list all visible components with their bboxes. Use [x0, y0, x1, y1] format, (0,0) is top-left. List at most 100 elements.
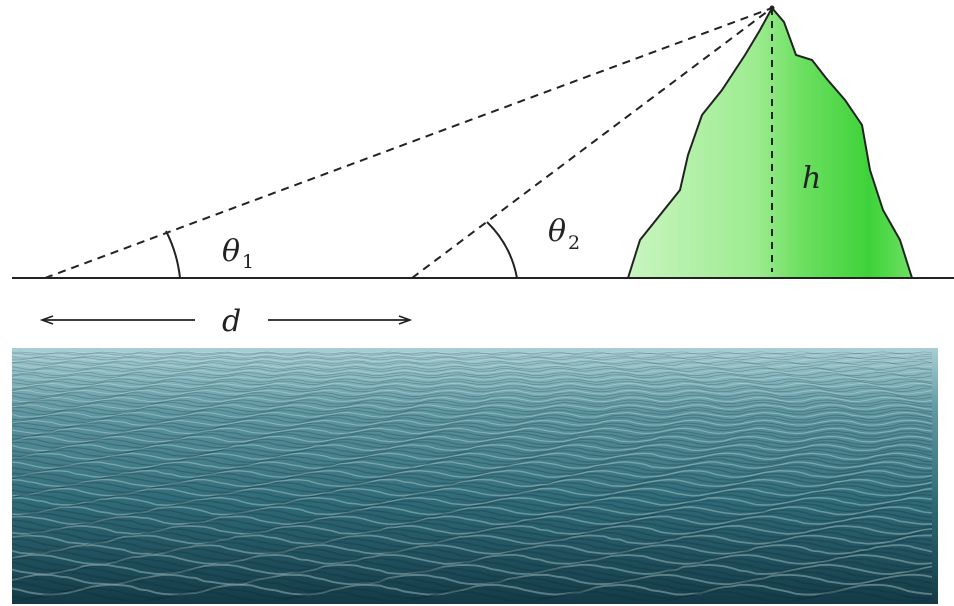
water-ripple-line: [11, 378, 933, 383]
water-ripple-line: [11, 397, 933, 403]
water-ripple-line: [11, 409, 933, 416]
water-ripple-line: [11, 370, 933, 374]
water-ripple-line: [11, 387, 933, 393]
water-ripple-line: [11, 577, 933, 589]
water-ripple-line: [11, 438, 933, 446]
water-ripple-line: [11, 422, 933, 429]
angle-arc-theta1: [165, 230, 181, 279]
water-ripple-line: [11, 444, 933, 452]
water-ripple-line: [11, 506, 933, 516]
water-ripple-line: [11, 385, 933, 390]
water-ripple-line: [11, 452, 933, 460]
water-ripple-line: [11, 392, 933, 398]
water-ripple-line: [11, 570, 933, 582]
water-ripple-line: [11, 550, 933, 562]
water-ripple-line: [11, 583, 933, 596]
water-ripple-line: [11, 553, 933, 565]
water-ripple-line: [11, 478, 933, 488]
peak-point: [769, 5, 775, 11]
water-ripples: [11, 350, 933, 603]
water-ripple-line: [11, 414, 933, 421]
water-ripple-line: [11, 503, 933, 513]
water-ripple-line: [11, 417, 933, 424]
water-ripple-line: [11, 433, 933, 440]
water-ripple-line: [11, 481, 933, 491]
water-ripple-line: [11, 354, 933, 358]
water-ripple-line: [11, 490, 933, 500]
water-ripple-line: [11, 358, 933, 363]
water-ripple-line: [11, 563, 933, 575]
water-ripple-line: [11, 374, 933, 379]
water-ripple-line: [11, 401, 932, 408]
water-ripple-line: [11, 446, 933, 455]
water-ripple-line: [11, 399, 933, 405]
water-ripple-line: [11, 544, 933, 555]
water-image: [11, 348, 938, 604]
water-ripple-line: [11, 427, 933, 435]
water-ripple-line: [11, 425, 933, 432]
water-ripple-line: [11, 362, 933, 366]
water-ripple-line: [11, 541, 933, 552]
water-ripple-line: [11, 455, 933, 463]
water-ripple-line: [11, 382, 933, 388]
water-ripple-line: [11, 487, 933, 497]
water-ripple-line: [11, 419, 933, 426]
water-ripple-line: [11, 394, 933, 400]
theta2-label: θ: [548, 214, 566, 249]
water-ripple-line: [11, 515, 933, 526]
water-ripple-line: [11, 368, 933, 372]
water-ripple-line: [11, 352, 933, 356]
water-ripple-line: [11, 470, 933, 478]
water-ripple-line: [11, 350, 933, 354]
water-ripple-line: [11, 461, 933, 469]
water-ripple-line: [11, 435, 933, 443]
water-ripple-line: [11, 560, 933, 572]
theta2-subscript: 2: [568, 232, 580, 254]
water-ripple-line: [11, 458, 933, 466]
water-ripple-line: [11, 500, 933, 509]
water-ripple-line: [11, 357, 933, 361]
water-ripple-line: [11, 512, 933, 522]
water-ripple-line: [11, 496, 933, 506]
water-ripple-line: [11, 573, 933, 586]
water-ripple-line: [11, 380, 933, 386]
water-ripple-line: [11, 525, 933, 535]
water-ripple-line: [11, 484, 933, 494]
water-ripple-line: [11, 441, 933, 449]
water-ripple-line: [11, 547, 933, 558]
water-ripple-line: [11, 430, 933, 437]
water-ripple-line: [11, 372, 933, 377]
water-ripple-line: [11, 389, 933, 395]
water-ripple-line: [11, 537, 933, 548]
water-ripple-line: [11, 521, 933, 532]
mountain-shape: [626, 6, 914, 279]
theta1-label: θ: [222, 234, 240, 269]
water-ripple-line: [11, 360, 933, 364]
water-ripple-line: [11, 376, 933, 381]
water-ripple-line: [11, 590, 933, 603]
water-ripple-line: [11, 364, 933, 368]
angle-arc-theta2: [486, 221, 518, 279]
water-ripple-line: [11, 580, 933, 593]
water-ripple-line: [11, 493, 933, 503]
water-ripple-line: [11, 534, 932, 545]
water-ripple-line: [11, 587, 933, 599]
water-ripple-line: [11, 531, 933, 542]
water-ripple-line: [11, 366, 933, 370]
water-ripple-line: [11, 518, 933, 529]
water-ripple-line: [11, 509, 933, 519]
water-ripple-line: [11, 475, 933, 485]
water-ripple-line: [11, 449, 933, 457]
sight-line-2: [411, 7, 773, 279]
water-ripple-line: [11, 404, 933, 410]
water-ripple-line: [11, 355, 933, 359]
water-ripple-line: [11, 567, 933, 579]
height-label: h: [802, 161, 821, 196]
theta1-subscript: 1: [242, 251, 254, 273]
water-ripple-line: [11, 351, 933, 355]
water-ripple-line: [11, 528, 933, 539]
water-ripple-line: [11, 464, 933, 472]
distance-label: d: [222, 304, 241, 339]
water-ripple-line: [11, 411, 933, 418]
